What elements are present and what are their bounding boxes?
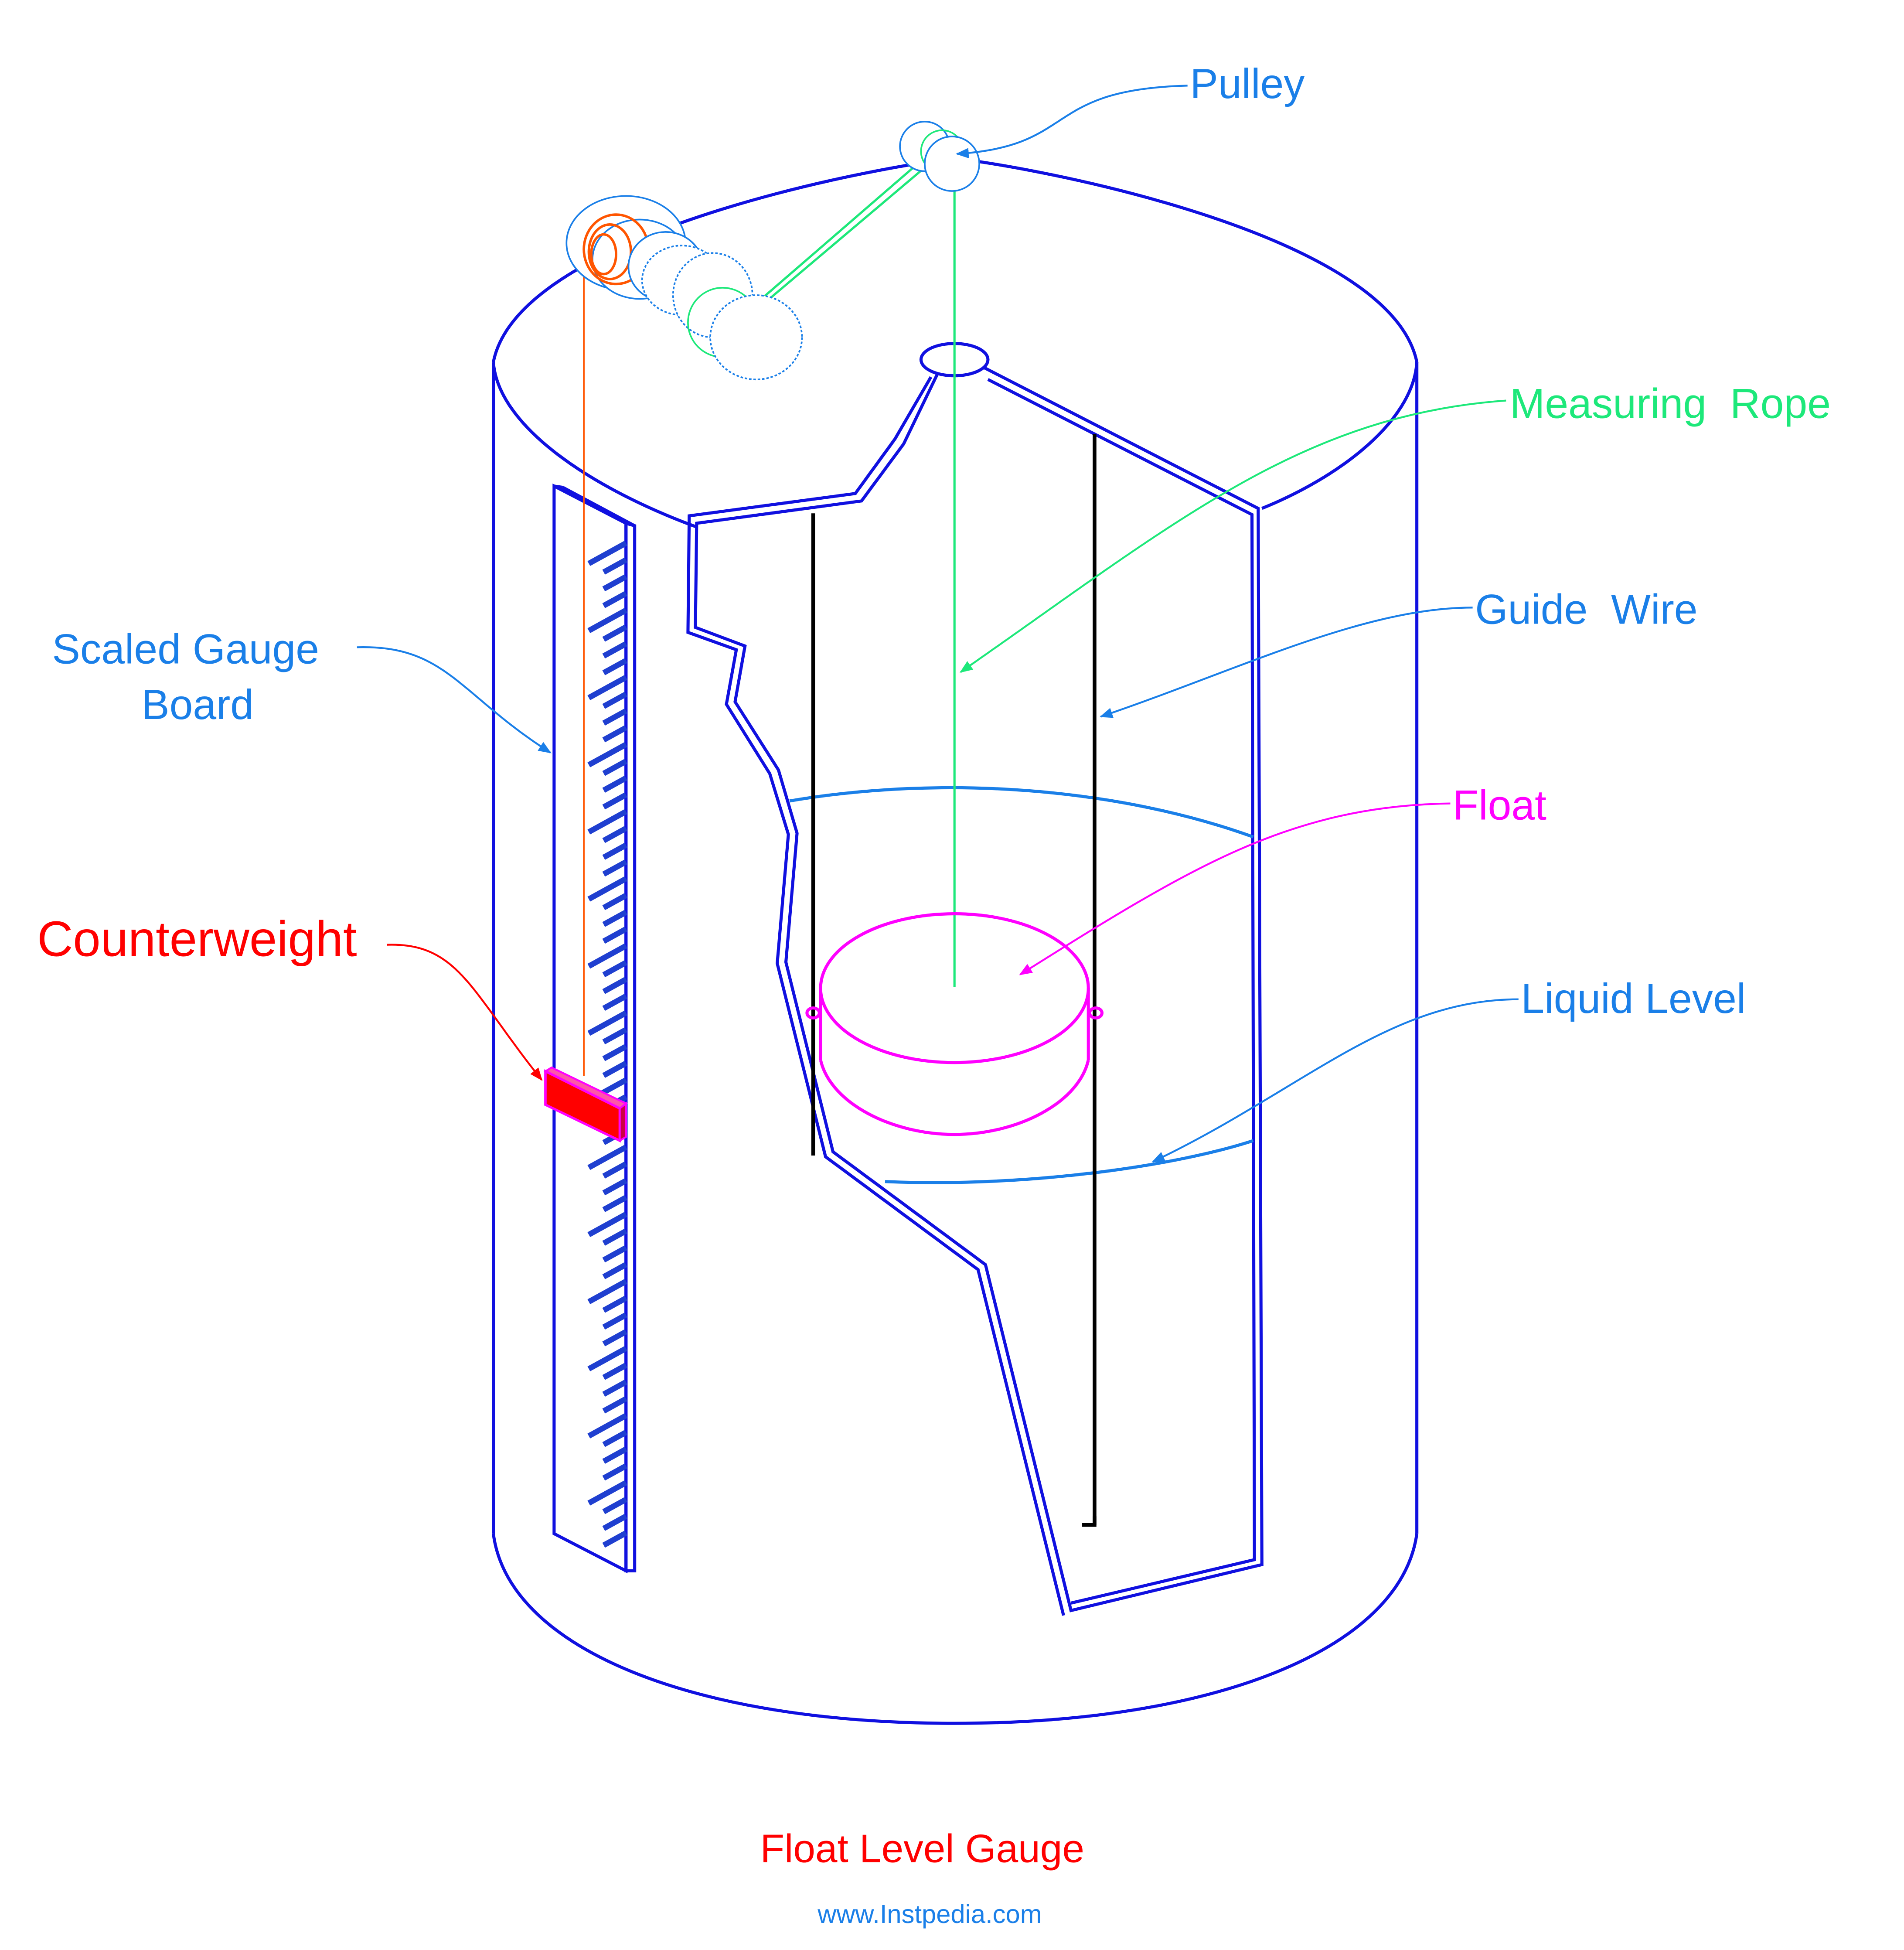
gauge-tick-mark xyxy=(602,1463,627,1481)
gauge-tick-mark xyxy=(602,1027,627,1045)
gauge-tick-mark xyxy=(602,993,627,1011)
gauge-tick-mark xyxy=(602,1262,627,1279)
caption-website: www.Instpedia.com xyxy=(817,1899,1042,1929)
label-counterweight: Counterweight xyxy=(37,911,357,967)
gauge-tick-mark xyxy=(602,977,627,994)
gauge-tick-mark xyxy=(587,1211,627,1238)
gauge-tick-mark xyxy=(602,1228,627,1246)
gauge-tick-mark xyxy=(602,792,627,810)
caption-title: Float Level Gauge xyxy=(760,1827,1084,1871)
label-guide-wire: Guide Wire xyxy=(1475,586,1697,633)
gauge-scale-marks xyxy=(587,540,627,1548)
gauge-tick-mark xyxy=(602,1312,627,1330)
gauge-tick-mark xyxy=(602,859,627,877)
gauge-tick-mark xyxy=(602,641,627,659)
gauge-tick-mark xyxy=(587,1010,627,1036)
gauge-tick-mark xyxy=(587,809,627,835)
guide-wire-anchor xyxy=(1082,1516,1097,1527)
gauge-tick-mark xyxy=(602,960,627,978)
pulley xyxy=(899,121,980,192)
gauge-tick-mark xyxy=(602,708,627,726)
label-scaled-gauge-board-line2: Board xyxy=(141,681,254,728)
counterweight-leader xyxy=(386,944,543,1081)
gauge-tick-mark xyxy=(602,1514,627,1531)
label-measuring-rope: Measuring Rope xyxy=(1510,380,1831,427)
measuring-rope-to-drum-2 xyxy=(755,160,933,311)
gauge-tick-mark xyxy=(602,910,627,927)
gauge-tick-mark xyxy=(587,1346,627,1371)
gauge-tick-mark xyxy=(587,742,627,767)
gauge-tick-mark xyxy=(602,1295,627,1313)
gauge-tick-mark xyxy=(602,725,627,743)
gauge-tick-mark xyxy=(602,826,627,843)
gauge-tick-mark xyxy=(587,1278,627,1305)
liquid-level-top xyxy=(789,786,1254,839)
measuring-rope xyxy=(730,142,956,987)
scaled-gauge-board-leader xyxy=(357,646,552,753)
label-pulley: Pulley xyxy=(1190,60,1305,107)
gauge-tick-mark xyxy=(602,1044,627,1061)
guide-wires xyxy=(811,434,1097,1527)
tank-cutaway-outline xyxy=(686,365,1264,1616)
gauge-tick-mark xyxy=(602,1363,627,1380)
tank-top-left-front xyxy=(492,362,698,528)
gauge-tick-mark xyxy=(602,1446,627,1464)
measuring-rope-to-drum xyxy=(730,142,943,326)
gauge-tick-mark xyxy=(602,658,627,675)
gauge-tick-mark xyxy=(587,607,627,633)
tank-bottom-arc xyxy=(492,1533,1419,1725)
gauge-tick-mark xyxy=(587,675,627,700)
pulley-leader xyxy=(955,85,1188,159)
gauge-tick-mark xyxy=(602,624,627,642)
gauge-tick-mark xyxy=(602,1430,627,1447)
gauge-tick-mark xyxy=(602,926,627,944)
label-liquid-level: Liquid Level xyxy=(1521,975,1746,1022)
scaled-gauge-board xyxy=(552,483,637,1574)
liquid-level-surface xyxy=(885,1139,1254,1184)
gauge-tick-mark xyxy=(602,692,627,709)
gauge-tick-mark xyxy=(602,1161,627,1179)
gauge-tick-mark xyxy=(602,1178,627,1196)
label-float: Float xyxy=(1453,782,1546,829)
guide-wire-leader xyxy=(1099,607,1473,718)
gauge-tick-mark xyxy=(602,1245,627,1263)
float-guide-eye-right xyxy=(1088,1006,1104,1019)
gauge-tick-mark xyxy=(602,775,627,793)
gauge-tick-mark xyxy=(602,1195,627,1212)
gauge-tick-mark xyxy=(602,574,627,592)
drum-winch-assembly xyxy=(565,195,803,381)
liquid-level-leader xyxy=(1151,998,1519,1163)
gauge-tick-mark xyxy=(602,759,627,776)
leader-lines xyxy=(357,85,1519,1163)
gauge-tick-mark xyxy=(602,842,627,860)
float-guide-eye-left xyxy=(805,1006,821,1019)
float xyxy=(805,912,1104,1136)
gauge-tick-mark xyxy=(587,1413,627,1439)
gauge-tick-mark xyxy=(587,1145,627,1170)
gauge-tick-mark xyxy=(602,1497,627,1514)
gauge-tick-mark xyxy=(602,557,627,575)
gauge-tick-mark xyxy=(602,1379,627,1397)
label-scaled-gauge-board-line1: Scaled Gauge xyxy=(52,625,319,672)
float-leader xyxy=(1019,802,1451,975)
gauge-tick-mark xyxy=(587,540,627,566)
gauge-tick-mark xyxy=(587,943,627,969)
tank-top-right-front xyxy=(1261,362,1419,510)
gauge-tick-mark xyxy=(602,1531,627,1548)
gauge-tick-mark xyxy=(602,893,627,910)
gauge-tick-mark xyxy=(602,591,627,608)
gauge-tick-mark xyxy=(602,1396,627,1414)
gauge-tick-mark xyxy=(587,876,627,902)
gauge-tick-mark xyxy=(602,1329,627,1347)
gauge-tick-mark xyxy=(587,1480,627,1506)
counterweight xyxy=(543,1066,628,1143)
measuring-rope-leader xyxy=(959,399,1506,673)
gauge-tick-mark xyxy=(602,1060,627,1078)
